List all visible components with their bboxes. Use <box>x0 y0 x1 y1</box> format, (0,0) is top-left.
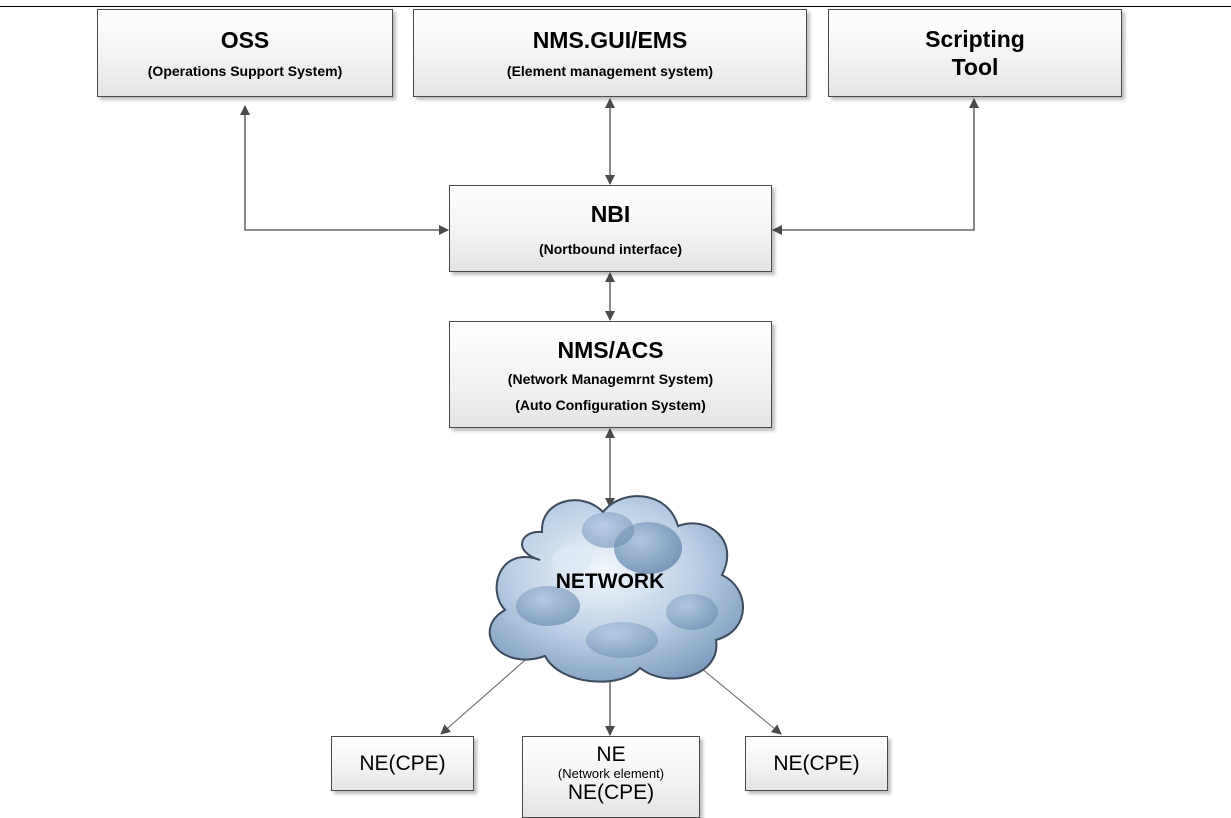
scripting-tool-line2: Tool <box>951 54 999 80</box>
nms-acs-subtitle-1: (Network Managemrnt System) <box>507 370 714 387</box>
nbi-title: NBI <box>590 200 631 227</box>
scripting-tool-box: Scripting Tool <box>828 9 1122 97</box>
oss-subtitle: (Operations Support System) <box>147 63 343 79</box>
nms-acs-title: NMS/ACS <box>557 336 664 363</box>
ne-right-box: NE(CPE) <box>745 736 888 791</box>
nbi-box: NBI (Nortbound interface) <box>449 185 772 272</box>
network-label: NETWORK <box>555 570 665 593</box>
ne-center-box: NE (Network element) NE(CPE) <box>522 736 700 818</box>
scripting-tool-line1: Scripting <box>925 26 1025 52</box>
oss-box: OSS (Operations Support System) <box>97 9 393 97</box>
nms-gui-ems-box: NMS.GUI/EMS (Element management system) <box>413 9 807 97</box>
top-rule <box>0 6 1231 7</box>
nms-gui-ems-subtitle: (Element management system) <box>506 63 714 79</box>
ne-left-box: NE(CPE) <box>331 736 474 791</box>
nms-gui-ems-title: NMS.GUI/EMS <box>532 27 688 53</box>
connector-network-ne-left <box>440 653 533 735</box>
nms-acs-subtitle-2: (Auto Configuration System) <box>515 396 706 413</box>
nbi-subtitle: (Nortbound interface) <box>538 240 683 257</box>
ne-center-line1: NE <box>596 743 626 766</box>
ne-left-label: NE(CPE) <box>359 751 446 775</box>
connector-oss-nbi <box>240 105 449 235</box>
oss-title: OSS <box>220 27 270 53</box>
connector-scripting-nbi <box>772 98 979 235</box>
ne-center-line3: NE(CPE) <box>567 781 655 804</box>
ne-right-label: NE(CPE) <box>773 751 860 775</box>
ne-center-line2: (Network element) <box>557 766 665 781</box>
network-cloud-icon <box>488 495 744 683</box>
nms-acs-box: NMS/ACS (Network Managemrnt System) (Aut… <box>449 321 772 428</box>
